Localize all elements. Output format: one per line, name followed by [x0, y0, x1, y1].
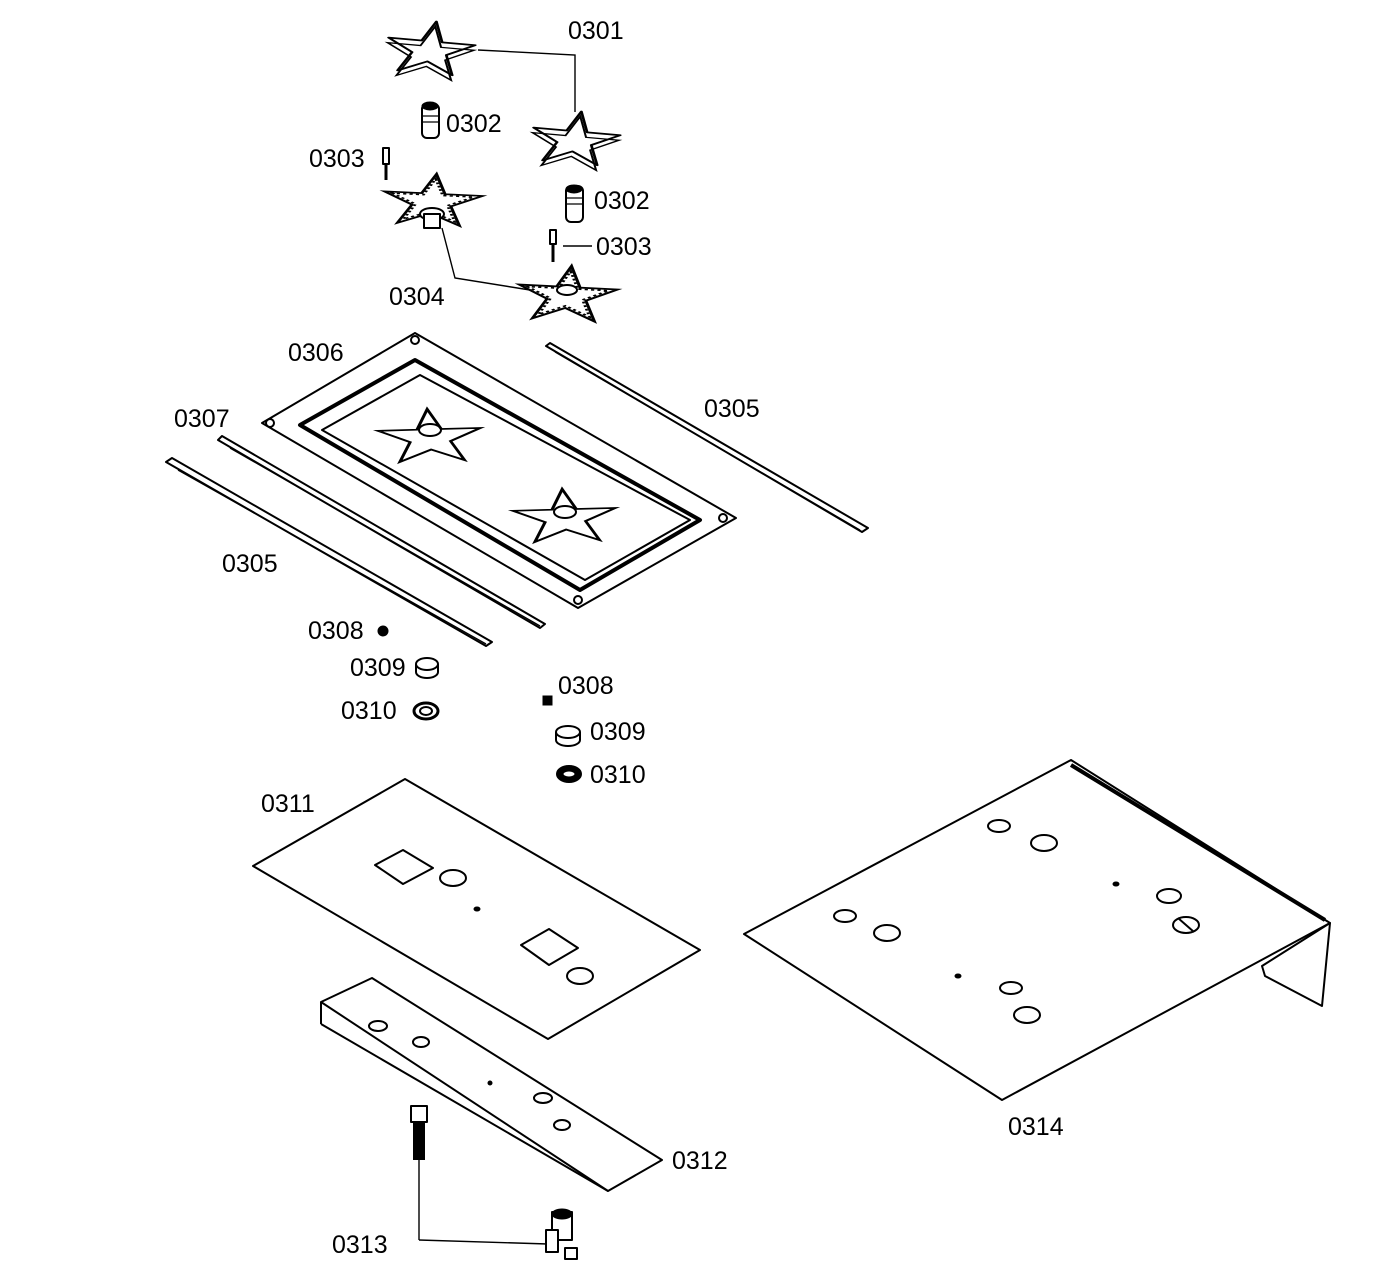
base-panel: [743, 759, 1331, 1101]
knob-ring-left: [412, 701, 440, 721]
burner-box-plate: [252, 778, 701, 1040]
label-0303-b: 0303: [596, 233, 652, 261]
knob-screw-right: [542, 695, 553, 706]
cooktop-panel: [261, 332, 737, 609]
flame-spreader-right: [565, 184, 584, 223]
label-0305-a: 0305: [704, 395, 760, 423]
gas-valve-fitting: [410, 1105, 578, 1260]
knob-screw-left: [377, 625, 389, 637]
side-rail-left: [165, 457, 493, 647]
label-0310-a: 0310: [341, 697, 397, 725]
label-0302-a: 0302: [446, 110, 502, 138]
label-0307: 0307: [174, 405, 230, 433]
trim-strip: [217, 435, 546, 629]
leader-0304: [441, 227, 531, 291]
flame-spreader-left: [421, 101, 440, 139]
valve-manifold-bracket: [320, 977, 663, 1192]
igniter-electrode-left: [382, 147, 390, 180]
label-0313: 0313: [332, 1231, 388, 1259]
burner-base-right: [512, 262, 623, 324]
label-0305-b: 0305: [222, 550, 278, 578]
leader-0301: [477, 49, 576, 112]
burner-cap-left: [379, 16, 482, 83]
knob-ring-right: [556, 765, 582, 783]
label-0306: 0306: [288, 339, 344, 367]
knob-bushing-right: [555, 725, 581, 747]
label-0308-b: 0308: [558, 672, 614, 700]
label-0314: 0314: [1008, 1113, 1064, 1141]
label-0310-b: 0310: [590, 761, 646, 789]
label-0302-b: 0302: [594, 187, 650, 215]
burner-base-left: [377, 170, 488, 229]
label-0311: 0311: [261, 790, 315, 818]
label-0309-b: 0309: [590, 718, 646, 746]
label-0308-a: 0308: [308, 617, 364, 645]
side-rail-right: [545, 342, 869, 533]
label-0303-a: 0303: [309, 145, 365, 173]
label-0301: 0301: [568, 17, 624, 45]
label-0304: 0304: [389, 283, 445, 311]
label-0312: 0312: [672, 1147, 728, 1175]
knob-bushing-left: [415, 657, 439, 679]
burner-cap-right: [524, 106, 627, 173]
igniter-electrode-right: [549, 229, 557, 262]
label-0309-a: 0309: [350, 654, 406, 682]
